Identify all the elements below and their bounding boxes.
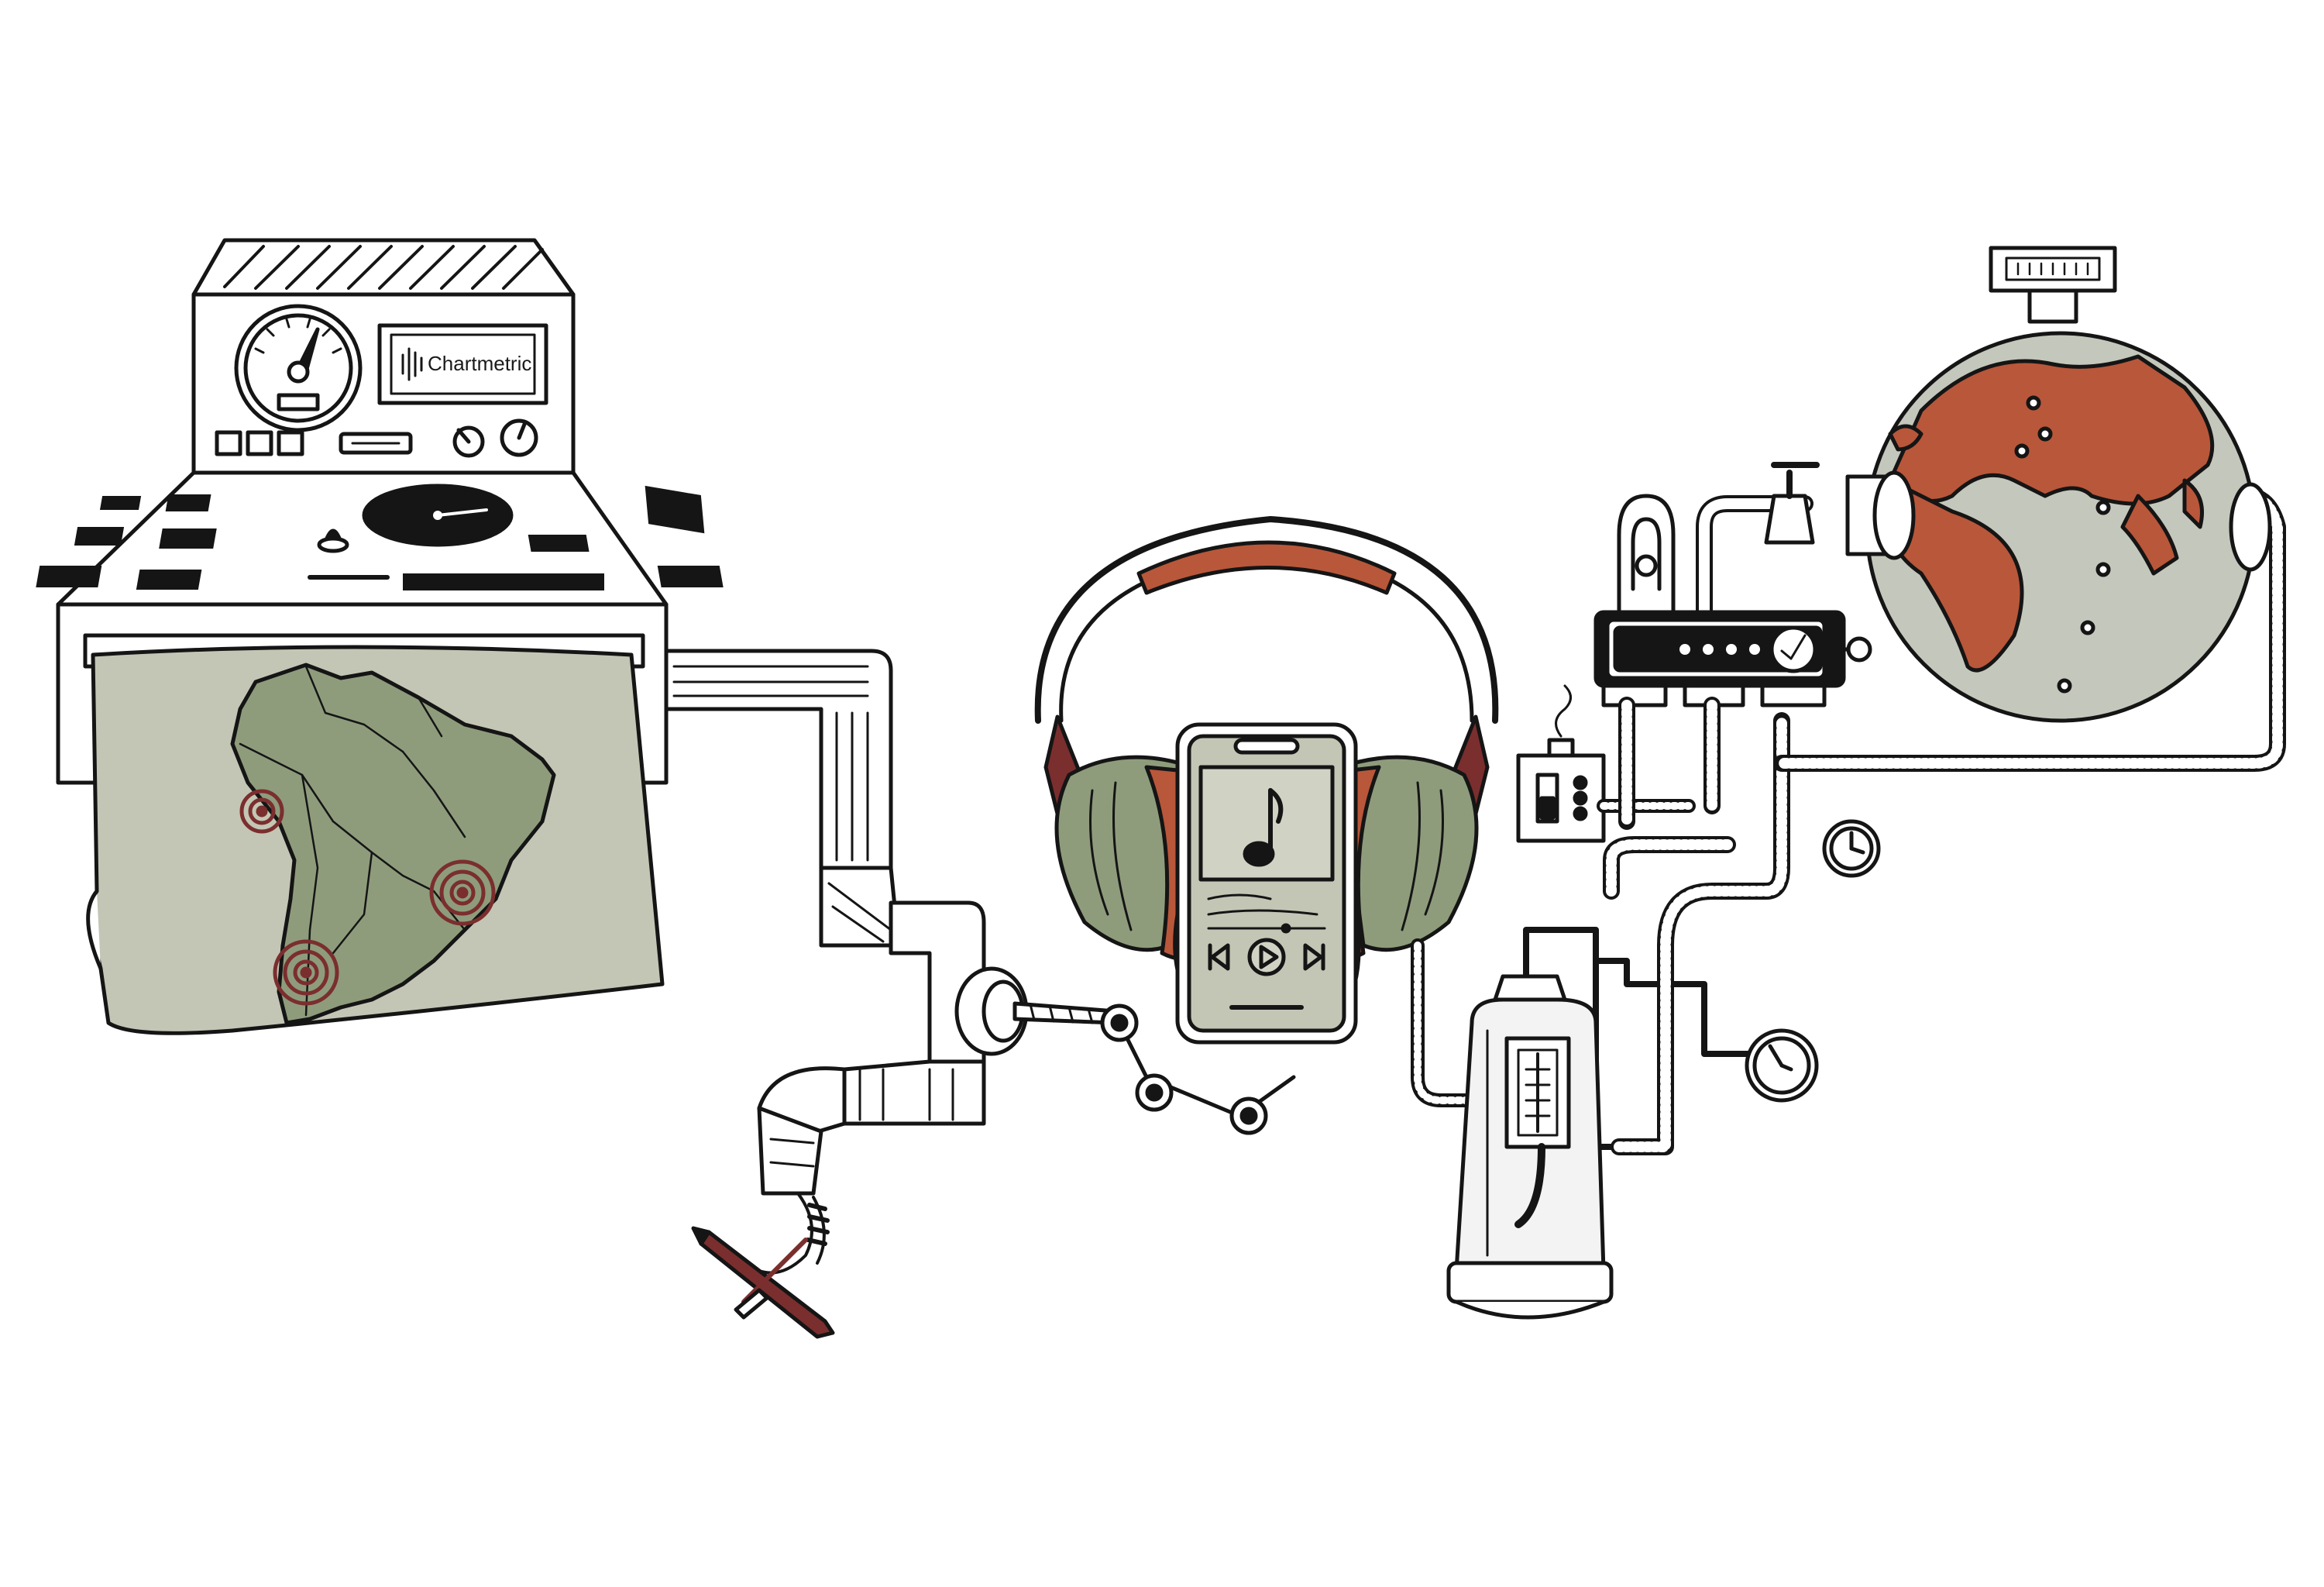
pen-icon [691,1192,835,1339]
network-router-device-icon [1593,462,1872,830]
linkage-joint [1100,1003,1296,1135]
south-america-map-icon [86,645,665,1035]
playback-controls [1208,938,1325,976]
world-globe-icon [1773,246,2286,772]
coiled-hose [1603,712,1881,1155]
coiled-cable [1411,938,1479,1107]
music-note-icon [1243,788,1284,867]
small-control-box [1516,684,1696,843]
connecting-pipe-left [664,649,1118,1196]
chartmetric-logo-label: Chartmetric [428,352,531,375]
pressure-gauge-icon [1745,1028,1819,1103]
pressure-tank-icon [1446,927,1819,1320]
smartphone-music-player-icon [1173,722,1361,1045]
